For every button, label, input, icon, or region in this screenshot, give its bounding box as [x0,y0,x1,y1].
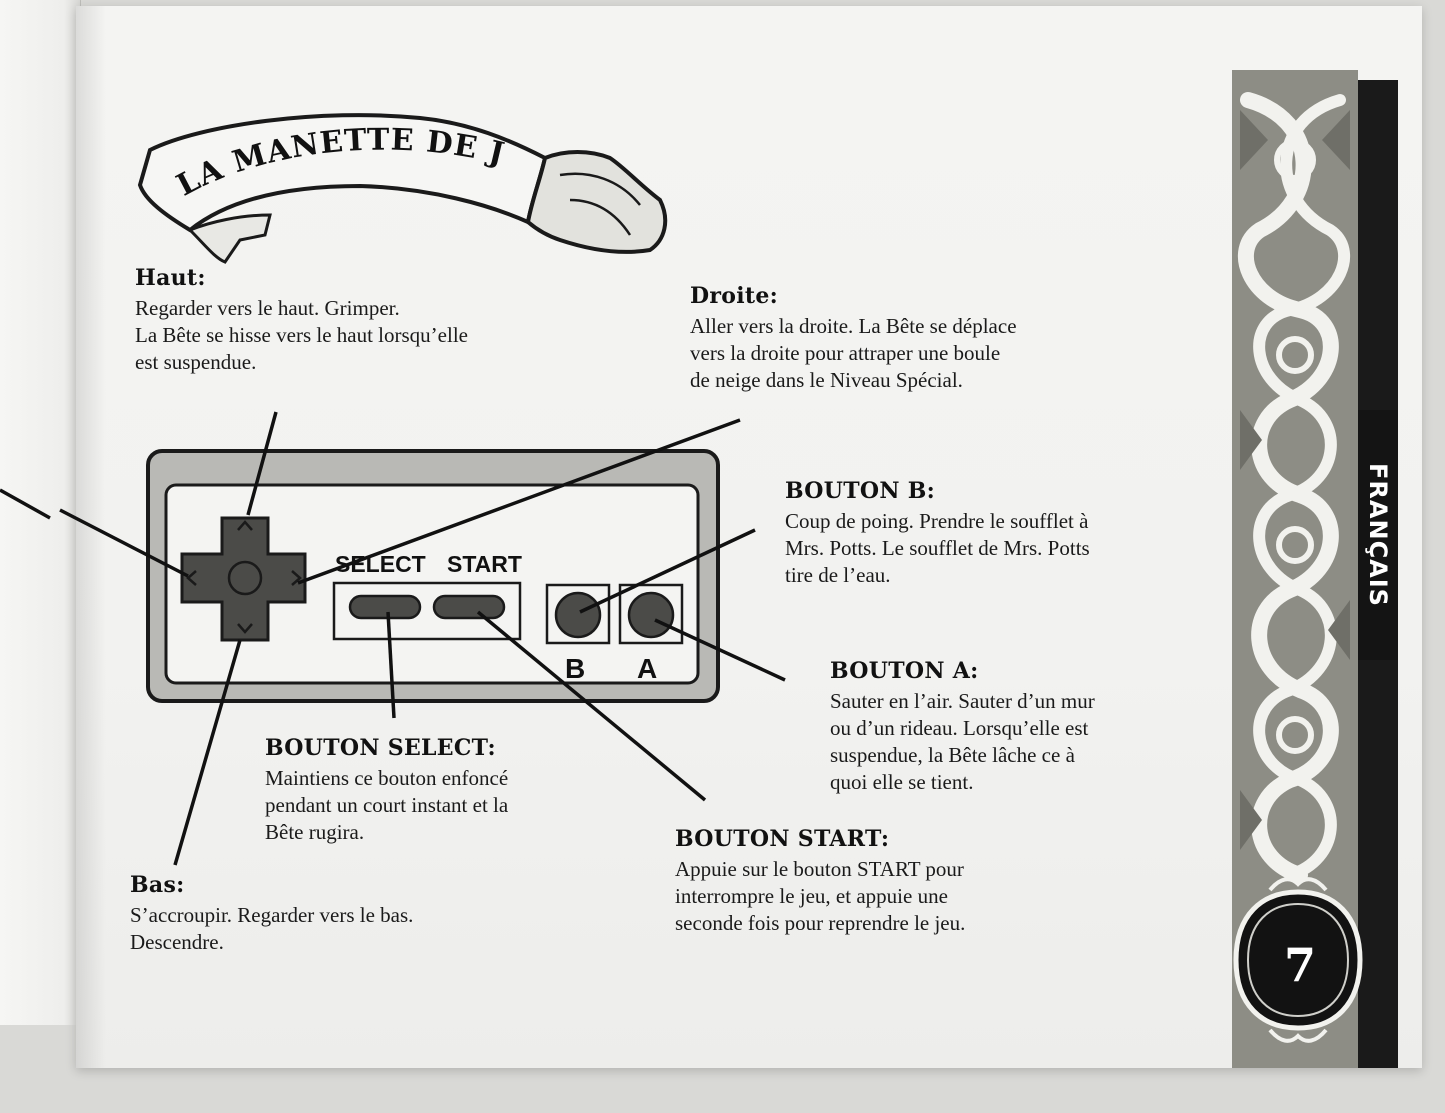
leader-start [476,610,707,802]
haut-label: Haut: [135,265,206,291]
droite-line-3: de neige dans le Niveau Spécial. [690,368,963,392]
bas-label: Bas: [130,872,185,898]
bouton-a-section: BOUTON A: Sauter en l’air. Sauter d’un m… [830,658,1210,796]
spine-shadow [76,6,106,1068]
bouton-b-label: BOUTON B: [785,478,936,504]
leader-lines [0,411,786,866]
leader-a [654,618,786,682]
bouton-start-line-1: Appuie sur le bouton START pour [675,857,964,881]
haut-description: Regarder vers le haut. Grimper. La Bête … [135,295,605,376]
bouton-a-line-2: ou d’un rideau. Lorsqu’elle est [830,716,1089,740]
bas-description: S’accroupir. Regarder vers le bas. Desce… [130,902,550,956]
bouton-start-label: BOUTON START: [675,826,890,852]
ornament-border [1232,70,1398,1068]
haut-line-2: La Bête se hisse vers le haut lorsqu’ell… [135,323,468,347]
bouton-a-line-3: suspendue, la Bête lâche ce à [830,743,1075,767]
leader-haut [246,411,278,516]
bouton-select-section: BOUTON SELECT: Maintiens ce bouton enfon… [265,735,665,846]
leader-b [579,528,756,614]
start-button[interactable] [432,594,506,620]
bas-section: Bas: S’accroupir. Regarder vers le bas. … [130,872,550,956]
bouton-b-line-1: Coup de poing. Prendre le soufflet à [785,509,1089,533]
select-button[interactable] [348,594,422,620]
bouton-b-section: BOUTON B: Coup de poing. Prendre le souf… [785,478,1205,589]
bas-line-2: Descendre. [130,930,224,954]
bouton-select-description: Maintiens ce bouton enfoncé pendant un c… [265,765,665,846]
bouton-b-line-2: Mrs. Potts. Le soufflet de Mrs. Potts [785,536,1090,560]
start-label: START [447,551,522,577]
language-tab [1358,410,1398,660]
a-button[interactable] [627,591,675,639]
d-pad[interactable] [180,516,307,642]
title-ribbon: LA MANETTE DE JEU [0,0,668,264]
a-button-label: A [637,653,657,684]
bas-line-1: S’accroupir. Regarder vers le bas. [130,903,414,927]
haut-line-3: est suspendue. [135,350,257,374]
arrow-up-icon [237,520,253,531]
droite-line-2: vers la droite pour attraper une boule [690,341,1001,365]
bouton-select-line-3: Bête rugira. [265,820,365,844]
b-button-label: B [565,653,585,684]
droite-description: Aller vers la droite. La Bête se déplace… [690,313,1160,394]
arrow-right-icon [291,570,302,586]
leader-bas [173,639,242,866]
leader-gauche [59,508,189,578]
haut-line-1: Regarder vers le haut. Grimper. [135,296,400,320]
haut-section: Haut: Regarder vers le haut. Grimper. La… [135,265,605,376]
droite-line-1: Aller vers la droite. La Bête se déplace [690,314,1017,338]
bouton-select-line-2: pendant un court instant et la [265,793,509,817]
bouton-start-section: BOUTON START: Appuie sur le bouton START… [675,826,1145,937]
b-button[interactable] [554,591,602,639]
bouton-start-line-2: interrompre le jeu, et appuie une [675,884,948,908]
bouton-a-description: Sauter en l’air. Sauter d’un mur ou d’un… [830,688,1210,796]
droite-label: Droite: [690,283,779,309]
leader-select [386,611,396,719]
leader-droite [297,418,741,585]
bouton-start-description: Appuie sur le bouton START pour interrom… [675,856,1145,937]
leader-gauche-prev [0,488,51,520]
bouton-b-description: Coup de poing. Prendre le soufflet à Mrs… [785,508,1205,589]
bouton-a-line-1: Sauter en l’air. Sauter d’un mur [830,689,1095,713]
bouton-start-line-3: seconde fois pour reprendre le jeu. [675,911,966,935]
arrow-left-icon [186,570,197,586]
bouton-a-label: BOUTON A: [830,658,979,684]
bouton-select-label: BOUTON SELECT: [265,735,496,761]
arrow-down-icon [237,623,253,634]
nes-controller: SELECT START B A [146,449,720,703]
bouton-b-line-3: tire de l’eau. [785,563,891,587]
droite-section: Droite: Aller vers la droite. La Bête se… [690,283,1160,394]
page-number: 7 [1283,938,1316,992]
language-label: FRANÇAIS [1364,463,1392,607]
bouton-a-line-4: quoi elle se tient. [830,770,974,794]
bouton-select-line-1: Maintiens ce bouton enfoncé [265,766,509,790]
